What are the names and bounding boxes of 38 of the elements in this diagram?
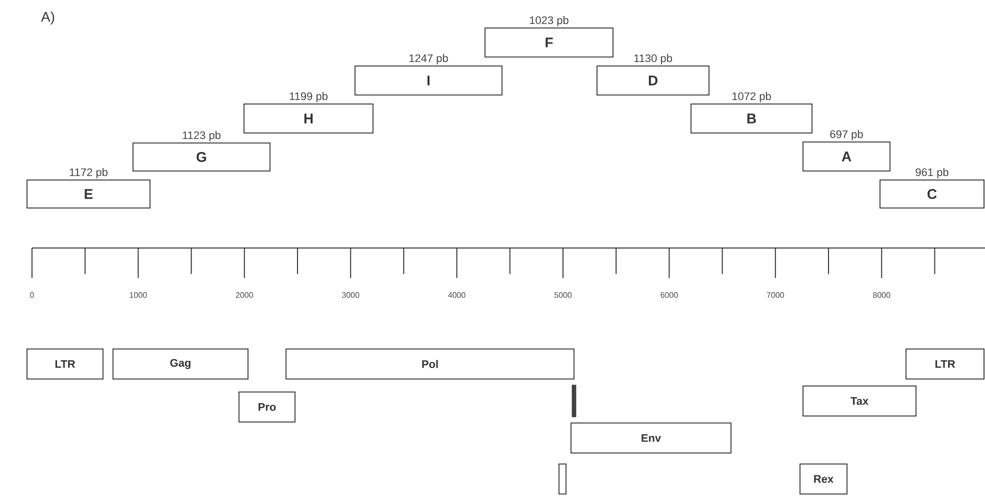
tick-label: 1000	[130, 292, 147, 298]
fragment-box: D	[596, 66, 710, 96]
small-box	[558, 464, 566, 494]
tick-label: 4000	[448, 292, 466, 298]
length-label: 1172 pb	[70, 168, 108, 178]
panel-label: A)	[41, 11, 54, 25]
tick-label: 3000	[342, 292, 360, 298]
tick-label: 7000	[766, 292, 784, 298]
length-label: 1072 pb	[732, 92, 771, 102]
fragment-box: B	[690, 104, 812, 134]
length-label: 697 pb	[830, 130, 863, 140]
gene-box: Rex	[800, 464, 848, 494]
length-label: 1199 pb	[290, 92, 328, 102]
fragment-box: H	[244, 104, 374, 134]
length-label: 1247 pb	[409, 54, 448, 64]
gene-box: Env	[570, 422, 732, 454]
fragment-box: I	[354, 66, 502, 96]
tick-label: 2000	[236, 292, 253, 298]
fragment-box: C	[880, 180, 984, 208]
gene-box: Pro	[238, 392, 296, 422]
gene-box: LTR	[26, 348, 104, 380]
length-label: 1123 pb	[182, 131, 220, 142]
fragment-box: G	[132, 142, 270, 172]
tick-label: 8000	[873, 292, 890, 298]
length-label: 1023 pb	[530, 16, 568, 26]
tick-label: 5000	[554, 292, 572, 298]
tick-label: 0	[30, 292, 34, 298]
bar-marker	[572, 384, 576, 418]
gene-box: Tax	[802, 386, 916, 416]
fragment-box: A	[802, 142, 890, 172]
length-label: 1130 pb	[634, 54, 672, 64]
length-label: 961 pb	[916, 168, 948, 178]
fragment-box: F	[484, 28, 614, 58]
gene-box: Pol	[286, 348, 574, 380]
tick-label: 6000	[660, 292, 678, 298]
gene-box: Gag	[112, 348, 248, 380]
fragment-box: E	[26, 180, 150, 208]
gene-box: LTR	[906, 348, 984, 380]
